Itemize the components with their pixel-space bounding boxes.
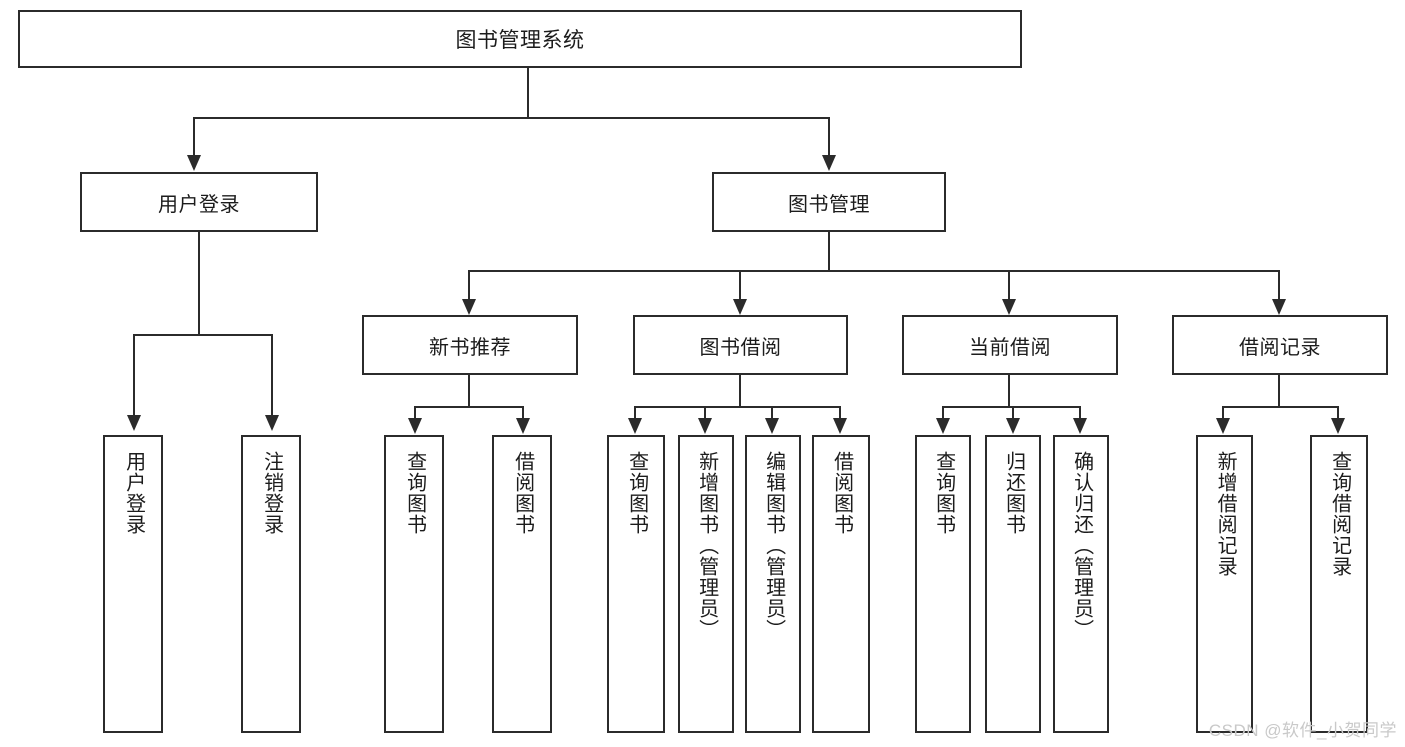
leaf-current-borrow-return[interactable]: 归还图书 <box>985 435 1041 733</box>
leaf-label: 借阅图书 <box>511 451 534 535</box>
connector-borrow-record-bus <box>1222 406 1339 408</box>
leaf-label: 用户登录 <box>122 451 145 535</box>
node-book-borrow[interactable]: 图书借阅 <box>633 315 848 375</box>
leaf-label: 注销登录 <box>260 451 283 535</box>
arrow-user-login-to-leaf-1 <box>265 415 279 431</box>
leaf-book-borrow-add[interactable]: 新增图书（管理员） <box>678 435 734 733</box>
connector-user-login-to-leaf-0 <box>133 334 135 416</box>
node-book-manage[interactable]: 图书管理 <box>712 172 946 232</box>
leaf-label: 归还图书 <box>1002 451 1025 535</box>
leaf-label: 确认归还（管理员） <box>1070 451 1093 640</box>
connector-borrow-record-to-leaf-1 <box>1337 406 1339 419</box>
connector-current-borrow-stem <box>1008 375 1010 408</box>
connector-user-login-stem <box>198 232 200 335</box>
leaf-book-borrow-borrow[interactable]: 借阅图书 <box>812 435 870 733</box>
arrow-book-borrow-to-leaf-2 <box>765 418 779 434</box>
leaf-label: 编辑图书（管理员） <box>762 451 785 640</box>
connector-new-book-to-leaf-0 <box>414 406 416 419</box>
connector-book-borrow-to-leaf-0 <box>634 406 636 419</box>
connector-current-borrow-to-leaf-1 <box>1012 406 1014 419</box>
leaf-current-borrow-query[interactable]: 查询图书 <box>915 435 971 733</box>
connector-root-stem <box>527 68 529 118</box>
arrow-current-borrow-to-leaf-2 <box>1073 418 1087 434</box>
arrow-borrow-record-to-leaf-1 <box>1331 418 1345 434</box>
node-new-book-recommend[interactable]: 新书推荐 <box>362 315 578 375</box>
arrow-root-to-user-login <box>187 155 201 171</box>
arrow-book-borrow-to-leaf-0 <box>628 418 642 434</box>
arrow-current-borrow-to-leaf-1 <box>1006 418 1020 434</box>
connector-book-borrow-to-leaf-1 <box>704 406 706 419</box>
arrow-book-borrow-to-leaf-3 <box>833 418 847 434</box>
connector-borrow-record-to-leaf-0 <box>1222 406 1224 419</box>
arrow-book-manage-to-new-book <box>462 299 476 315</box>
connector-book-borrow-to-leaf-2 <box>771 406 773 419</box>
leaf-current-borrow-confirm[interactable]: 确认归还（管理员） <box>1053 435 1109 733</box>
connector-root-to-user-login <box>193 117 195 156</box>
arrow-user-login-to-leaf-0 <box>127 415 141 431</box>
connector-book-borrow-stem <box>739 375 741 408</box>
leaf-new-book-query[interactable]: 查询图书 <box>384 435 444 733</box>
connector-book-manage-to-new-book <box>468 270 470 300</box>
connector-book-borrow-bus <box>634 406 841 408</box>
leaf-label: 查询借阅记录 <box>1328 451 1351 577</box>
leaf-user-login-login[interactable]: 用户登录 <box>103 435 163 733</box>
connector-current-borrow-bus <box>942 406 1081 408</box>
connector-user-login-bus <box>133 334 273 336</box>
connector-root-to-book-manage <box>828 117 830 156</box>
node-borrow-record[interactable]: 借阅记录 <box>1172 315 1388 375</box>
leaf-book-borrow-query[interactable]: 查询图书 <box>607 435 665 733</box>
connector-root-bus <box>193 117 830 119</box>
connector-book-manage-bus <box>468 270 1280 272</box>
arrow-book-borrow-to-leaf-1 <box>698 418 712 434</box>
arrow-new-book-to-leaf-1 <box>516 418 530 434</box>
leaf-book-borrow-edit[interactable]: 编辑图书（管理员） <box>745 435 801 733</box>
leaf-label: 查询图书 <box>932 451 955 535</box>
leaf-borrow-record-add[interactable]: 新增借阅记录 <box>1196 435 1253 733</box>
arrow-root-to-book-manage <box>822 155 836 171</box>
connector-current-borrow-to-leaf-0 <box>942 406 944 419</box>
leaf-borrow-record-query[interactable]: 查询借阅记录 <box>1310 435 1368 733</box>
connector-user-login-to-leaf-1 <box>271 334 273 416</box>
arrow-new-book-to-leaf-0 <box>408 418 422 434</box>
leaf-user-login-logout[interactable]: 注销登录 <box>241 435 301 733</box>
leaf-label: 查询图书 <box>625 451 648 535</box>
connector-new-book-bus <box>414 406 524 408</box>
watermark: CSDN @软件_小贺同学 <box>1208 721 1397 740</box>
arrow-current-borrow-to-leaf-0 <box>936 418 950 434</box>
arrow-book-manage-to-book-borrow <box>733 299 747 315</box>
connector-book-borrow-to-leaf-3 <box>839 406 841 419</box>
node-user-login[interactable]: 用户登录 <box>80 172 318 232</box>
leaf-label: 查询图书 <box>403 451 426 535</box>
leaf-label: 新增图书（管理员） <box>695 451 718 640</box>
connector-borrow-record-stem <box>1278 375 1280 408</box>
connector-new-book-to-leaf-1 <box>522 406 524 419</box>
arrow-book-manage-to-current-borrow <box>1002 299 1016 315</box>
connector-book-manage-to-borrow-record <box>1278 270 1280 300</box>
leaf-label: 新增借阅记录 <box>1214 451 1237 577</box>
node-current-borrow[interactable]: 当前借阅 <box>902 315 1118 375</box>
arrow-borrow-record-to-leaf-0 <box>1216 418 1230 434</box>
connector-book-manage-stem <box>828 232 830 271</box>
leaf-new-book-borrow[interactable]: 借阅图书 <box>492 435 552 733</box>
leaf-label: 借阅图书 <box>830 451 853 535</box>
connector-new-book-stem <box>468 375 470 408</box>
node-root-system[interactable]: 图书管理系统 <box>18 10 1022 68</box>
connector-book-manage-to-book-borrow <box>739 270 741 300</box>
arrow-book-manage-to-borrow-record <box>1272 299 1286 315</box>
connector-book-manage-to-current-borrow <box>1008 270 1010 300</box>
connector-current-borrow-to-leaf-2 <box>1079 406 1081 419</box>
